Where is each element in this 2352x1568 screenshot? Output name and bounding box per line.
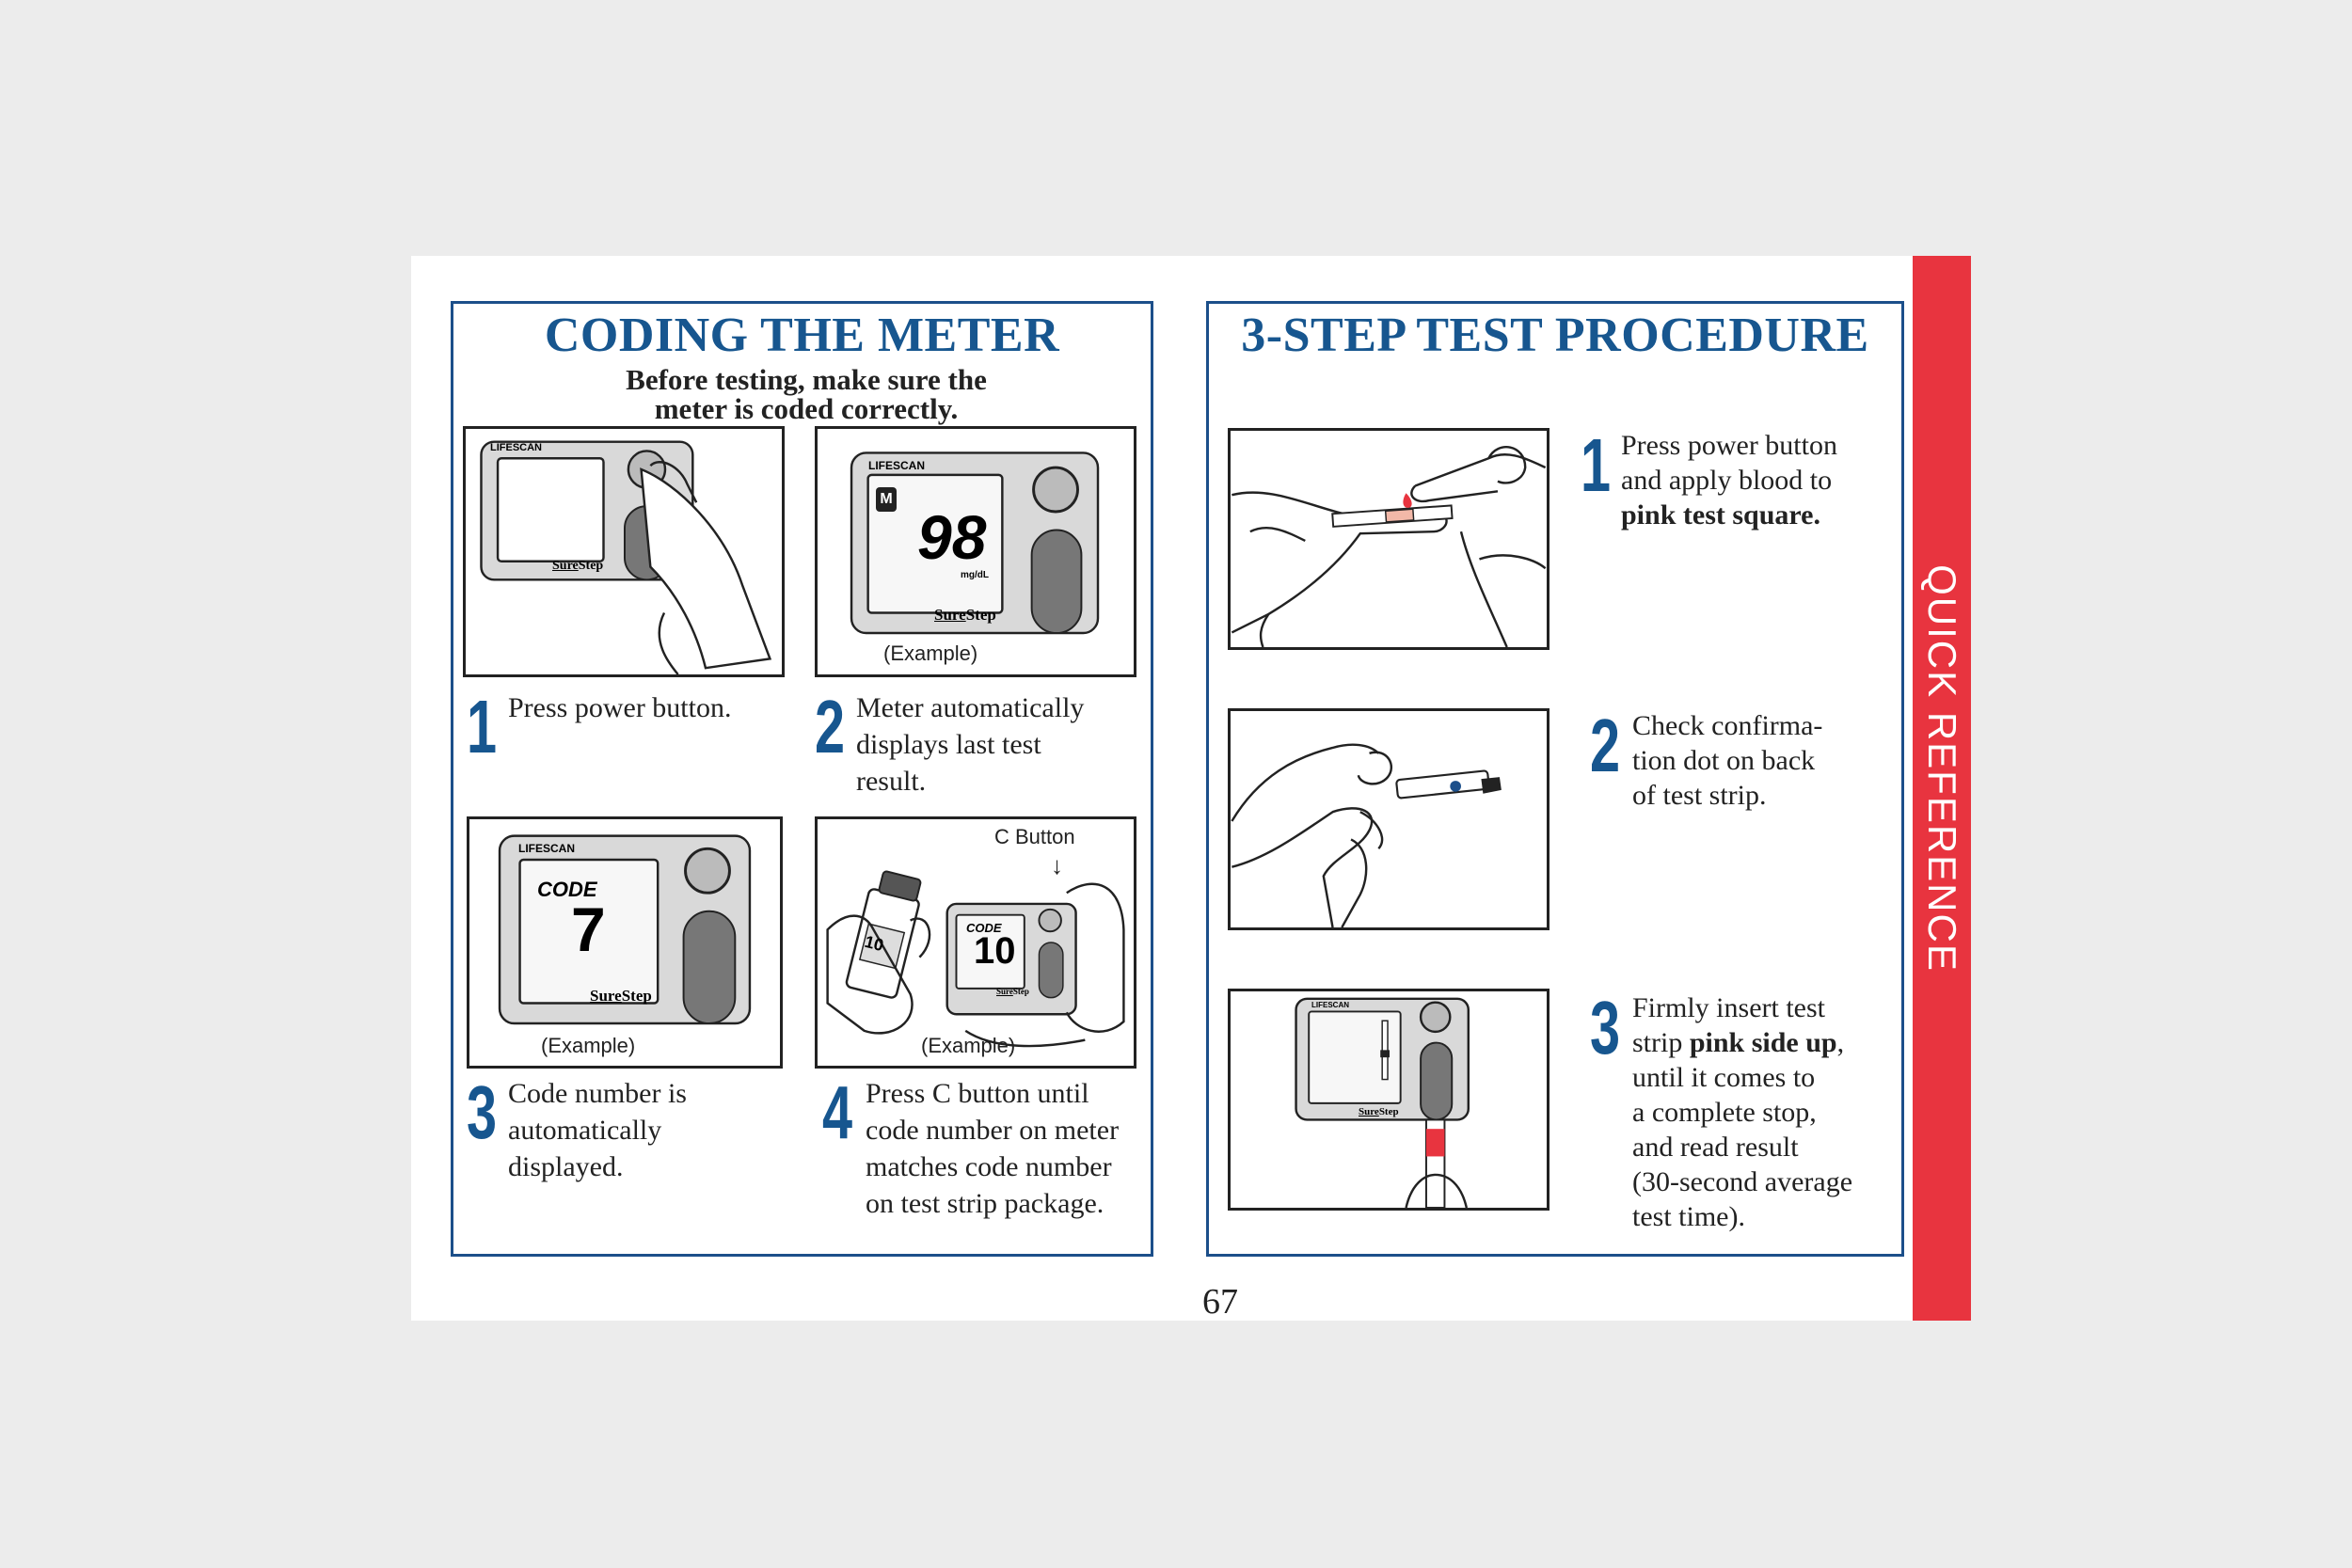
step-text-plain: , (1836, 1027, 1845, 1058)
example-label: (Example) (883, 641, 978, 665)
code-value: 10 (974, 930, 1016, 972)
step-line: strip pink side up, (1632, 1025, 1852, 1060)
step-line: Press power button. (508, 692, 732, 723)
subtitle-line: meter is coded correctly. (654, 392, 959, 425)
model-suffix: Step (578, 559, 604, 573)
step-number: 4 (822, 1070, 853, 1154)
step-line: on test strip package. (866, 1188, 1104, 1219)
model-prefix: Sure (934, 606, 966, 624)
step-text-plain: Press power button and apply blood to (1621, 430, 1837, 496)
manual-page: CODING THE METER Before testing, make su… (411, 256, 1971, 1322)
meter-model: SureStep (590, 987, 652, 1006)
step-text: Press C button until code number on mete… (866, 1075, 1119, 1222)
illustration-insert-strip: LIFESCAN SureStep (1228, 989, 1549, 1211)
step-number: 3 (1590, 986, 1621, 1069)
illustration-apply-blood (1228, 428, 1549, 650)
model-prefix: Sure (552, 559, 579, 573)
step-line: (30-second average (1632, 1166, 1853, 1197)
meter-finger-illustration (480, 440, 772, 674)
step-number: 3 (467, 1070, 498, 1154)
meter-model: SureStep (934, 606, 996, 625)
quick-reference-label: QUICK REFERENCE (1920, 564, 1964, 973)
step-text: Meter automatically displays last test r… (856, 689, 1084, 800)
meter-brand: LIFESCAN (518, 842, 575, 855)
blood-application-illustration (1231, 446, 1547, 647)
step-line: a complete stop, (1632, 1097, 1817, 1128)
step-text: Code number is automatically displayed. (508, 1075, 687, 1185)
quick-reference-tab[interactable]: QUICK REFERENCE (1913, 256, 1971, 1321)
step-text-bold: pink test square. (1621, 499, 1820, 531)
insert-strip-illustration (1295, 997, 1470, 1208)
meter-vial-illustration (826, 870, 1125, 1048)
step-line: displays last test (856, 729, 1041, 760)
model-suffix: Step (1012, 987, 1029, 996)
illustration-c-button: 10 CODE 10 SureStep C Button ↓ (Example) (815, 816, 1136, 1069)
step-line: result. (856, 766, 927, 797)
coding-subtitle: Before testing, make sure the meter is c… (548, 365, 1065, 423)
step-text: Check confirma- tion dot on back of test… (1632, 710, 1823, 811)
example-label: (Example) (921, 1034, 1016, 1057)
step-text: Press power button. (508, 689, 731, 726)
subtitle-line: Before testing, make sure the (626, 363, 987, 396)
step-text-bold: pink side up (1689, 1027, 1837, 1058)
illustration-code-display: LIFESCAN CODE 7 SureStep (Example) (467, 816, 783, 1069)
procedure-title: 3-STEP TEST PROCEDURE (1241, 309, 1869, 362)
example-label: (Example) (541, 1034, 636, 1057)
coding-title: CODING THE METER (544, 309, 1060, 362)
coding-panel: CODING THE METER Before testing, make su… (451, 301, 1153, 1257)
step-number: 2 (1590, 704, 1621, 787)
test-procedure-panel: 3-STEP TEST PROCEDURE 1 Press power butt… (1206, 301, 1904, 1257)
c-button-label: C Button (994, 825, 1075, 848)
step-number: 2 (815, 685, 846, 768)
code-value: 7 (571, 895, 606, 964)
illustration-confirmation-dot (1228, 708, 1549, 930)
step-line: automatically (508, 1115, 662, 1146)
display-reading: 98 (917, 502, 987, 572)
step-line: and read result (1632, 1132, 1799, 1163)
step-text: Press power button and apply blood to pi… (1621, 428, 1837, 532)
code-label: CODE (966, 921, 1002, 935)
step-line: Press C button until (866, 1078, 1089, 1109)
meter-code-illustration (498, 834, 752, 1025)
step-line: Firmly insert test (1632, 992, 1825, 1023)
illustration-press-power: LIFESCAN SureStep (463, 426, 785, 677)
step-number: 1 (467, 685, 498, 768)
step-text: Firmly insert test strip pink side up, u… (1632, 990, 1852, 1234)
step-line: until it comes to (1632, 1062, 1816, 1093)
meter-result-illustration (850, 451, 1100, 635)
meter-model: SureStep (1359, 1106, 1399, 1117)
meter-model: SureStep (552, 559, 603, 574)
page-number: 67 (1202, 1282, 1238, 1322)
meter-brand: LIFESCAN (868, 459, 925, 472)
step-line: Meter automatically (856, 692, 1085, 723)
model-suffix: Step (965, 606, 996, 624)
step-text-plain: strip (1632, 1027, 1690, 1058)
step-line: displayed. (508, 1151, 624, 1182)
illustration-last-result: LIFESCAN M 98 mg/dL SureStep (Example) (815, 426, 1136, 677)
model-prefix: Sure (590, 987, 622, 1005)
step-line: code number on meter (866, 1115, 1120, 1146)
model-suffix: Step (1378, 1106, 1399, 1117)
display-unit: mg/dL (961, 570, 989, 580)
step-number: 1 (1581, 423, 1612, 507)
step-line: matches code number (866, 1151, 1112, 1182)
step-line: Code number is (508, 1078, 687, 1109)
meter-model: SureStep (996, 987, 1029, 996)
confirmation-dot-illustration (1231, 743, 1502, 927)
meter-brand: LIFESCAN (490, 442, 542, 453)
memory-badge: M (876, 487, 897, 512)
c-button-arrow: ↓ (1051, 851, 1063, 879)
code-label: CODE (537, 878, 597, 901)
meter-brand: LIFESCAN (1311, 1001, 1349, 1009)
model-prefix: Sure (996, 987, 1013, 996)
model-suffix: Step (621, 987, 652, 1005)
step-line: test time). (1632, 1201, 1745, 1232)
model-prefix: Sure (1359, 1106, 1379, 1117)
